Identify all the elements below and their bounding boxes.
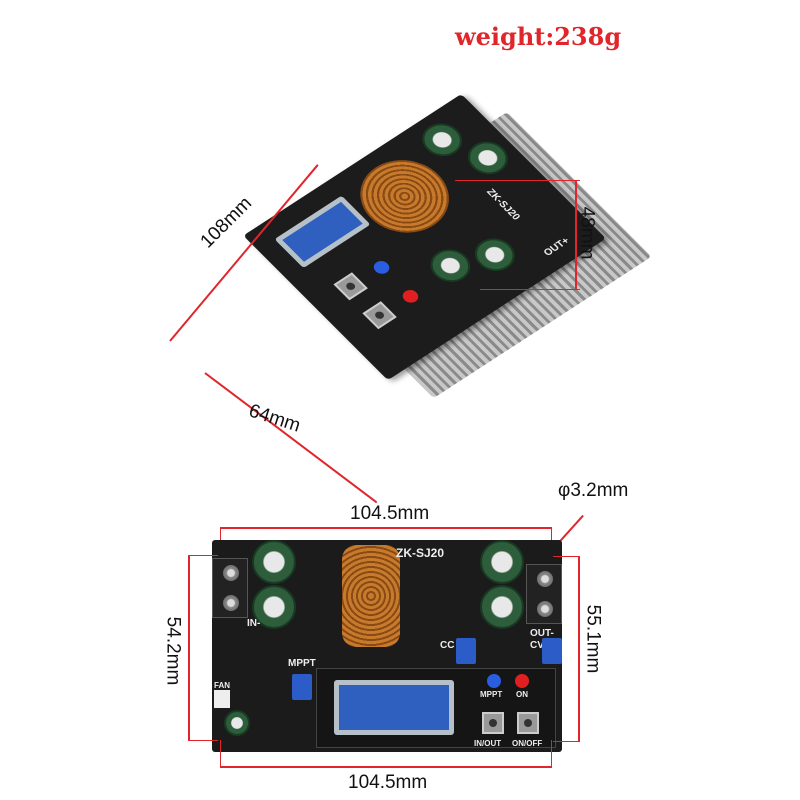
capacitor bbox=[224, 710, 250, 736]
extension-line bbox=[188, 555, 218, 556]
lcd-screen bbox=[274, 195, 371, 269]
height-label: 48mm bbox=[576, 206, 598, 260]
dimension-line-width bbox=[204, 372, 378, 504]
push-button bbox=[362, 301, 397, 330]
extension-line bbox=[553, 556, 580, 557]
width-label: 64mm bbox=[246, 400, 303, 437]
extension-line bbox=[480, 289, 580, 290]
height-left-label: 54.2mm bbox=[162, 616, 184, 686]
silk-cc: CC bbox=[440, 640, 455, 651]
dimension-line-height bbox=[575, 180, 577, 290]
silk-mppt: MPPT bbox=[288, 658, 316, 669]
extension-line bbox=[553, 741, 580, 742]
output-capacitor bbox=[480, 585, 524, 629]
silk-model: ZK-SJ20 bbox=[483, 187, 522, 223]
extension-line bbox=[455, 180, 580, 181]
lcd-screen bbox=[334, 680, 454, 735]
push-button bbox=[333, 272, 368, 301]
dimension-line-height-right bbox=[578, 556, 580, 742]
silk-fan: FAN bbox=[214, 681, 230, 690]
dimension-line-width-bottom bbox=[220, 766, 552, 768]
led-red bbox=[399, 287, 422, 306]
in-out-button[interactable] bbox=[482, 712, 504, 734]
capacitor bbox=[414, 117, 471, 163]
silk-cv: CV bbox=[530, 640, 544, 651]
length-label: 108mm bbox=[196, 192, 257, 253]
capacitor bbox=[466, 231, 523, 278]
capacitor bbox=[422, 242, 479, 289]
inductor-coil bbox=[342, 145, 468, 248]
silk-in-out: IN/OUT bbox=[474, 739, 502, 748]
silk-model: ZK-SJ20 bbox=[396, 546, 445, 560]
dimension-line-height-left bbox=[188, 555, 190, 740]
silk-out: OUT+ bbox=[541, 235, 573, 259]
weight-label: weight:238g bbox=[455, 22, 622, 51]
capacitor bbox=[459, 135, 516, 181]
silk-on-off: ON/OFF bbox=[512, 739, 543, 748]
width-bottom-label: 104.5mm bbox=[348, 772, 428, 793]
on-off-button[interactable] bbox=[517, 712, 539, 734]
inductor-coil bbox=[342, 545, 400, 647]
output-terminal bbox=[526, 564, 562, 624]
silk-led-on: ON bbox=[516, 690, 528, 699]
extension-line bbox=[188, 740, 218, 741]
input-capacitor bbox=[252, 585, 296, 629]
cv-potentiometer[interactable] bbox=[542, 638, 562, 664]
cc-potentiometer[interactable] bbox=[456, 638, 476, 664]
led-on bbox=[515, 674, 529, 688]
extension-line bbox=[551, 740, 552, 767]
silk-led-mppt: MPPT bbox=[480, 690, 503, 699]
pcb: ZK-SJ20 OUT+ bbox=[243, 93, 606, 381]
silk-out: OUT- bbox=[530, 628, 554, 639]
silk-in: IN- bbox=[247, 618, 261, 629]
output-capacitor bbox=[480, 540, 524, 584]
fan-connector bbox=[214, 690, 230, 708]
led-blue bbox=[370, 258, 393, 277]
extension-line bbox=[220, 740, 221, 767]
led-mppt bbox=[487, 674, 501, 688]
pcb-front: ZK-SJ20 IN- OUT- CC CV MPPT FAN MPPT ON … bbox=[212, 540, 562, 752]
hole-diameter-label: φ3.2mm bbox=[558, 480, 629, 501]
input-terminal bbox=[212, 558, 248, 618]
width-top-label: 104.5mm bbox=[350, 503, 430, 524]
mppt-potentiometer[interactable] bbox=[292, 674, 312, 700]
height-right-label: 55.1mm bbox=[582, 604, 604, 674]
dimension-line-width-top bbox=[220, 527, 552, 529]
module-photo-isometric: ZK-SJ20 OUT+ bbox=[243, 93, 652, 399]
input-capacitor bbox=[252, 540, 296, 584]
